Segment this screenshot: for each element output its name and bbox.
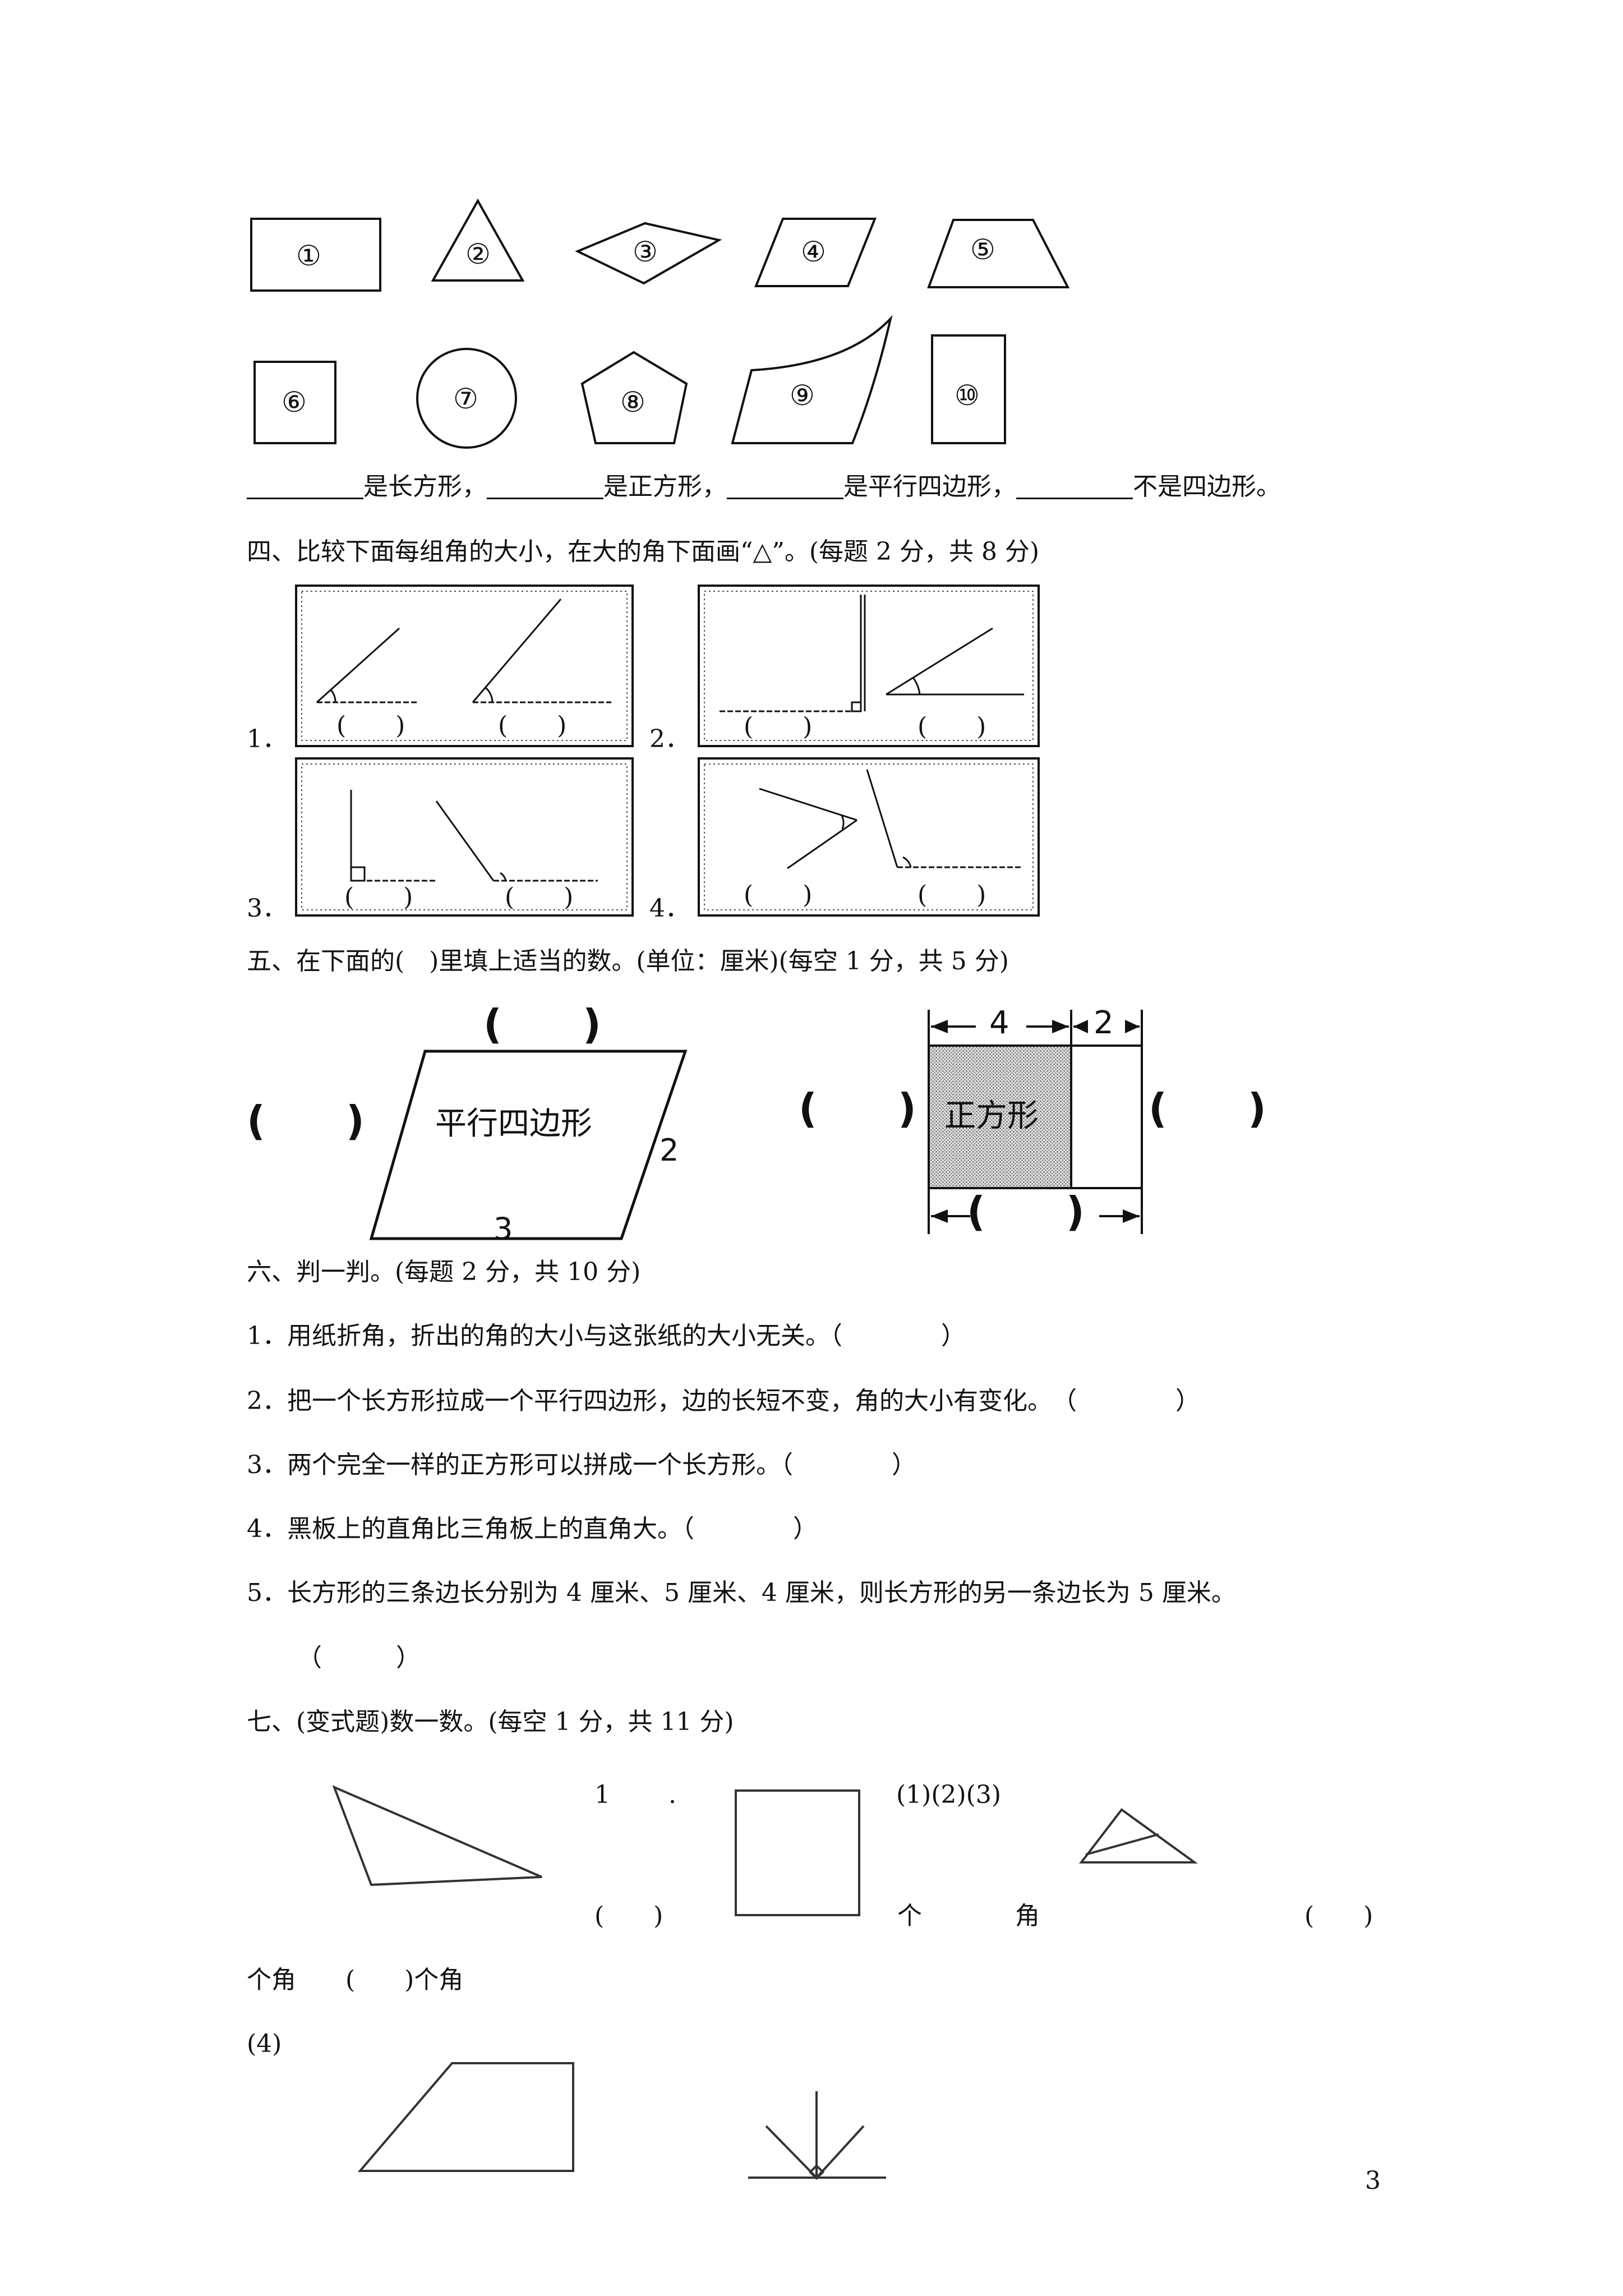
angle-box-1 [295, 585, 634, 747]
shape-label-2: ② [465, 238, 491, 270]
shape-label-3: ③ [633, 236, 658, 268]
shape-label-8: ⑧ [620, 386, 645, 418]
section5-title: 五、在下面的( )里填上适当的数。(单位：厘米)(每空 1 分，共 5 分) [247, 947, 1009, 976]
q4-4-answer-left[interactable]: ( ) [744, 881, 813, 909]
dimension-4: 4 [989, 1005, 1009, 1041]
shape-4-parallelogram [754, 218, 877, 287]
q4-number-2: 2． [649, 725, 690, 753]
shape-1-rectangle [250, 218, 381, 292]
q4-3-answer-right[interactable]: ( ) [505, 883, 574, 912]
count-answer-1[interactable]: ( ) [594, 1902, 663, 1930]
q4-number-1: 1． [247, 725, 287, 753]
blank-rectangles[interactable] [247, 475, 363, 499]
angle-box-2 [698, 585, 1040, 747]
square-figure [928, 1045, 1072, 1189]
trapezoid-figure [357, 2062, 574, 2172]
shape-question-line: 是长方形，是正方形，是平行四边形，不是四边形。 [247, 475, 1281, 499]
q4-number-4: 4． [649, 894, 690, 923]
judge-item-5[interactable]: 5．长方形的三条边长分别为 4 厘米、5 厘米、4 厘米，则长方形的另一条边长为… [247, 1579, 1236, 1607]
judge-item-5-answer[interactable]: （ ） [297, 1644, 421, 1672]
parallelogram-side-3: 3 [494, 1211, 513, 1246]
judge-item-1[interactable]: 1．用纸折角，折出的角的大小与这张纸的大小无关。（ ） [247, 1322, 966, 1350]
shape-label-6: ⑥ [282, 386, 307, 418]
q4-number-3: 3． [247, 894, 287, 923]
square-label: 正方形 [944, 1098, 1039, 1134]
judge-item-2[interactable]: 2．把一个长方形拉成一个平行四边形，边的长短不变，角的大小有变化。 （ ） [247, 1387, 1200, 1415]
q4-1-answer-left[interactable]: ( ) [336, 711, 405, 740]
shape-label-9: ⑨ [790, 379, 815, 412]
shape-2-triangle [431, 198, 525, 282]
page-number: 3 [1365, 2166, 1381, 2195]
shape-8-pentagon [580, 351, 688, 444]
parallelogram-left-blank[interactable]: ( ) [247, 1097, 365, 1144]
blank-non-quadrilaterals[interactable] [1016, 475, 1133, 499]
count-unit-jiao: 角 [1015, 1902, 1040, 1930]
section4-title: 四、比较下面每组角的大小，在大的角下面画“△”。(每题 2 分，共 8 分) [247, 537, 1040, 566]
section7-title: 七、(变式题)数一数。(每空 1 分，共 11 分) [247, 1708, 734, 1736]
q4-2-answer-left[interactable]: ( ) [744, 712, 813, 741]
shape-3-quadrilateral [575, 222, 722, 285]
shape-label-5: ⑤ [970, 233, 995, 266]
parallelogram-figure [369, 1050, 688, 1240]
count-item-number: 1 [594, 1780, 610, 1809]
section6-title: 六、判一判。(每题 2 分，共 10 分) [247, 1258, 641, 1286]
shape-10-rectangle [931, 334, 1006, 444]
shape-label-10: ⑩ [955, 379, 980, 412]
count-answer-line[interactable]: 个角 ( )个角 [247, 1966, 464, 1994]
parallelogram-top-blank[interactable]: ( ) [483, 1001, 601, 1048]
shape-6-square [253, 361, 336, 444]
triangle-split-figure [1078, 1808, 1198, 1864]
blank-parallelograms[interactable] [727, 475, 843, 499]
q4-1-answer-right[interactable]: ( ) [498, 711, 567, 740]
q4-4-answer-right[interactable]: ( ) [917, 881, 986, 909]
square-bottom-blank[interactable]: ( ) [967, 1188, 1085, 1235]
shape-5-trapezoid [927, 219, 1070, 288]
angle-box-3 [295, 757, 634, 917]
shape-7-circle [416, 348, 517, 449]
triangle-figure [332, 1785, 542, 1887]
extra-rectangle [1070, 1045, 1143, 1189]
q4-2-answer-right[interactable]: ( ) [917, 712, 986, 741]
count-answer-2[interactable]: ( ) [1304, 1902, 1373, 1930]
parallelogram-label: 平行四边形 [435, 1106, 592, 1142]
shape-9-curved [731, 315, 893, 444]
shape-label-4: ④ [801, 236, 826, 268]
angle-box-4 [698, 757, 1040, 917]
shape-label-7: ⑦ [453, 383, 478, 415]
judge-item-3[interactable]: 3．两个完全一样的正方形可以拼成一个长方形。（ ） [247, 1451, 916, 1479]
judge-item-4[interactable]: 4．黑板上的直角比三角板上的直角大。（ ） [247, 1515, 818, 1543]
count-sub-4: (4) [247, 2030, 282, 2058]
shape-label-1: ① [296, 240, 321, 272]
count-sub-labels: (1)(2)(3) [896, 1780, 1001, 1809]
blank-squares[interactable] [487, 475, 603, 499]
square-count-figure [735, 1789, 860, 1916]
square-right-blank[interactable]: ( ) [1149, 1085, 1266, 1132]
parallelogram-side-2: 2 [660, 1133, 679, 1168]
dimension-2: 2 [1094, 1005, 1114, 1041]
count-item-dot: . [668, 1780, 676, 1809]
count-unit-ge: 个 [897, 1902, 922, 1930]
q4-3-answer-left[interactable]: ( ) [344, 883, 413, 912]
square-left-blank[interactable]: ( ) [799, 1085, 916, 1132]
